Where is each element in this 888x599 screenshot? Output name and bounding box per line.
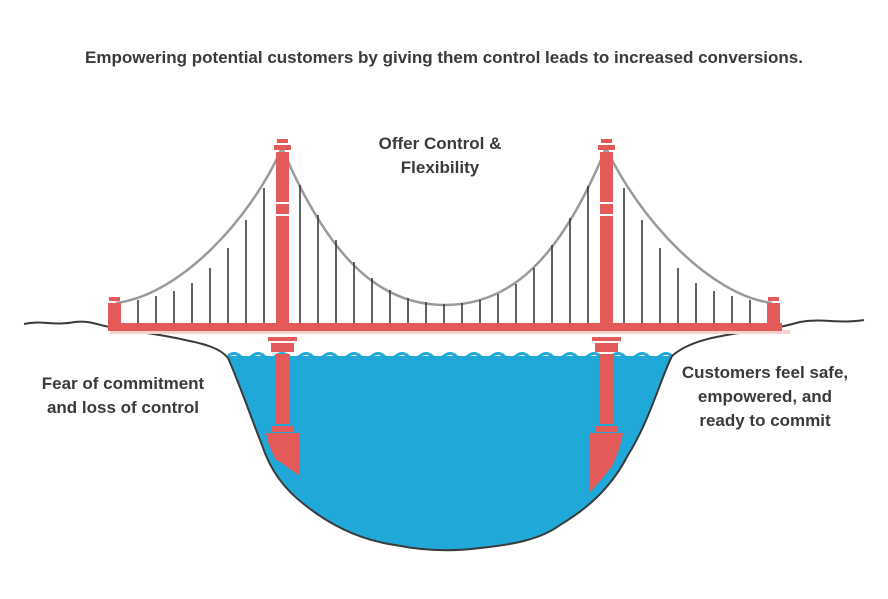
- left-tower: [266, 139, 299, 475]
- bridge-label-line2: Flexibility: [400, 158, 480, 177]
- right-side-line2: empowered, and: [697, 387, 833, 406]
- left-side-label: Fear of commitment and loss of control: [18, 372, 228, 420]
- left-anchor-post: [108, 297, 121, 323]
- bridge-label: Offer Control & Flexibility: [340, 132, 540, 180]
- bridge-label-line1: Offer Control &: [378, 134, 502, 153]
- left-side-line1: Fear of commitment: [41, 374, 205, 393]
- right-side-line1: Customers feel safe,: [681, 363, 849, 382]
- right-tower: [590, 139, 623, 492]
- right-anchor-post: [767, 297, 780, 323]
- water-surface: [227, 352, 673, 360]
- ground-outline: [23, 319, 865, 552]
- right-side-line3: ready to commit: [699, 411, 831, 430]
- bridge-deck: [108, 323, 782, 331]
- diagram-title: Empowering potential customers by giving…: [85, 48, 803, 67]
- right-side-label: Customers feel safe, empowered, and read…: [660, 361, 870, 433]
- center-cable: [280, 147, 608, 307]
- right-side-cable: [604, 147, 773, 305]
- deck-shadow: [110, 330, 790, 334]
- left-side-cable: [115, 147, 284, 305]
- suspender-lines: [137, 185, 751, 325]
- water-body: [228, 356, 672, 551]
- left-side-line2: and loss of control: [46, 398, 200, 417]
